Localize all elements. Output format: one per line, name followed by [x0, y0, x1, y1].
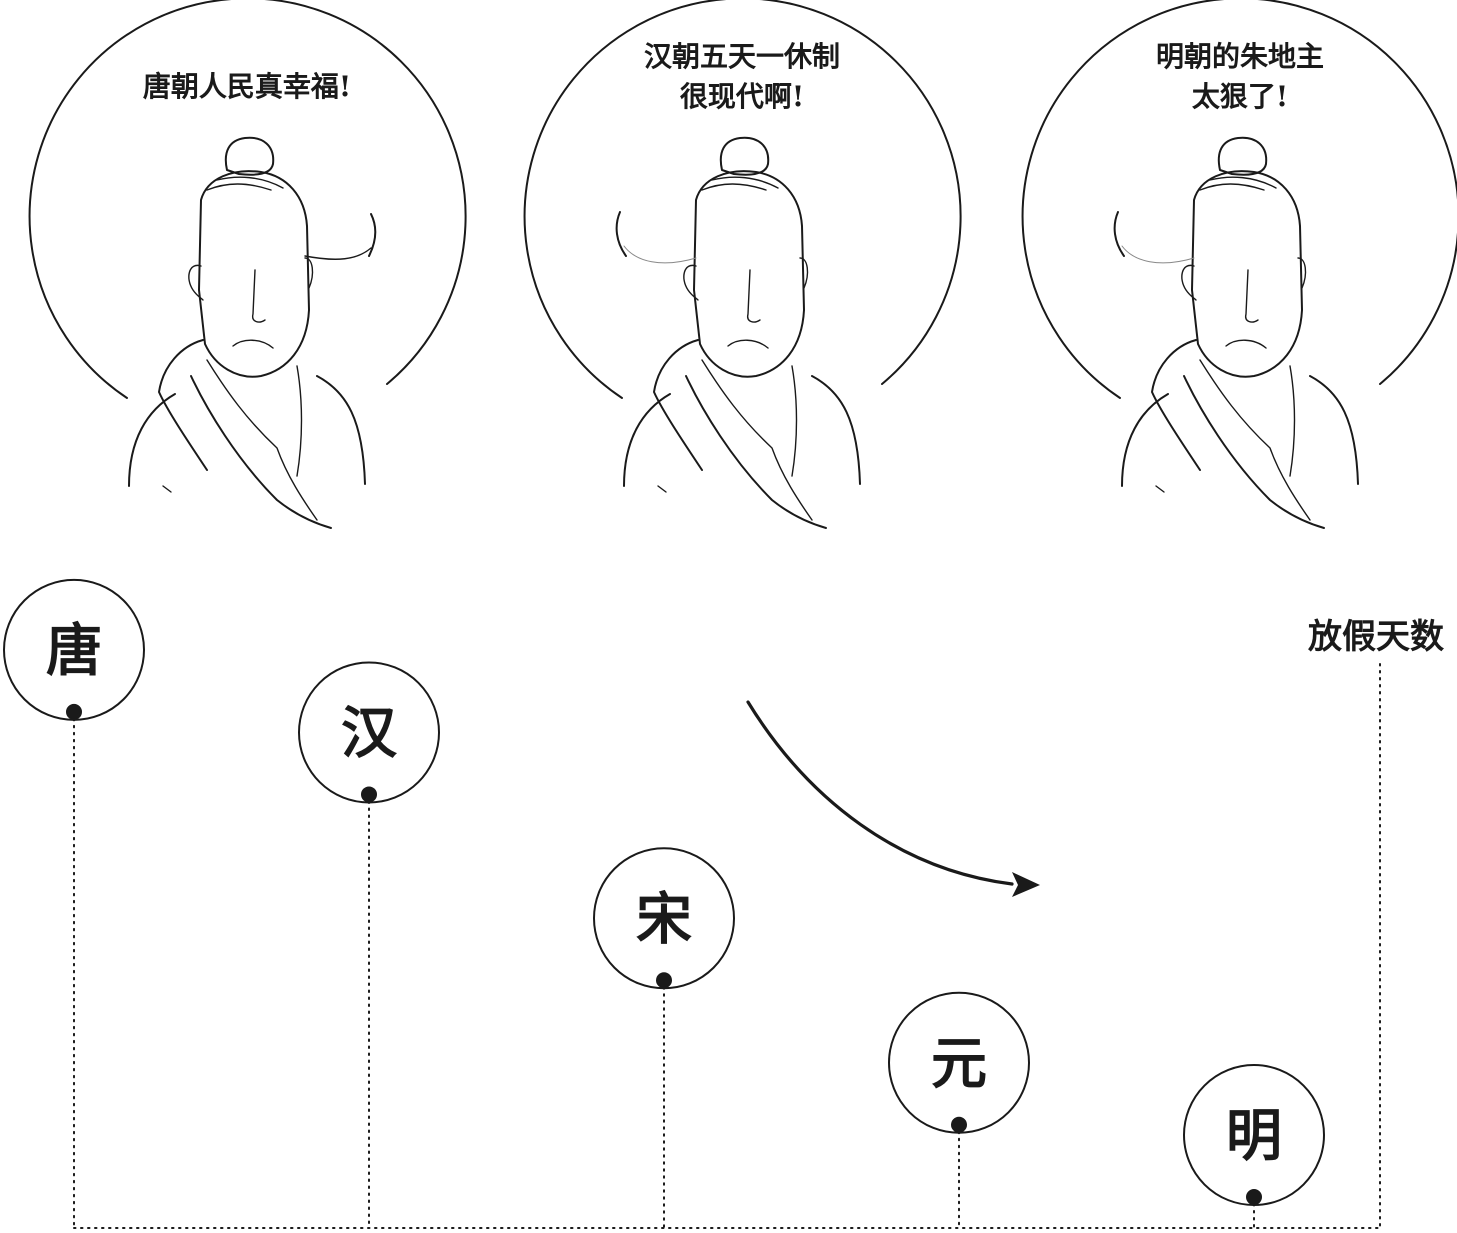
portrait-panel-han: 汉朝五天一休制 很现代啊!: [523, 0, 962, 529]
dynasty-label: 元: [931, 1031, 987, 1097]
portrait-panel-tang: 唐朝人民真幸福!: [28, 0, 467, 529]
speech-line: 明朝的朱地主: [1156, 40, 1324, 73]
scholar-figure: [128, 136, 377, 529]
halo-circle: [28, 0, 467, 399]
dynasty-point: [951, 1116, 967, 1133]
trend-arrow: [746, 700, 1040, 897]
speech-line: 很现代啊!: [680, 80, 804, 113]
halo-circle: [523, 0, 962, 399]
dynasty-label: 明: [1226, 1103, 1282, 1169]
halo-circle: [1021, 0, 1457, 399]
dynasty-label: 唐: [46, 618, 102, 684]
dynasty-label: 宋: [636, 886, 692, 952]
portrait-panels: 唐朝人民真幸福!: [28, 0, 1457, 529]
dynasty-point: [66, 703, 82, 720]
dynasty-point: [656, 972, 672, 989]
dynasty-point: [361, 786, 377, 803]
speech-line: 唐朝人民真幸福!: [143, 70, 351, 103]
speech-line: 汉朝五天一休制: [644, 40, 840, 73]
y-axis-label: 放假天数: [1308, 617, 1444, 657]
speech-line: 太狠了!: [1192, 80, 1288, 113]
portrait-panel-ming: 明朝的朱地主 太狠了!: [1021, 0, 1457, 529]
dynasty-point: [1246, 1189, 1262, 1206]
dynasty-label: 汉: [341, 700, 398, 766]
scholar-figure: [1113, 136, 1359, 529]
scholar-figure: [615, 136, 861, 529]
